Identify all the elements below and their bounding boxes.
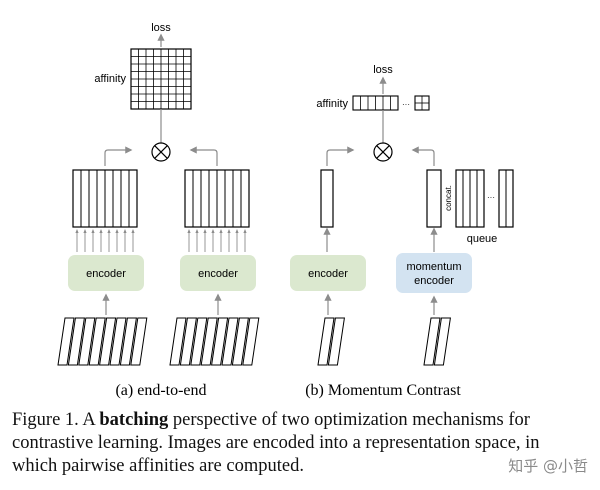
figure-caption: Figure 1. A batching perspective of two …: [12, 409, 588, 478]
affinity-matrix-a: [130, 48, 192, 110]
feature-stack-right-a: [184, 169, 250, 228]
encoder-right-a-label: encoder: [198, 268, 238, 280]
momentum-encoder-line1: momentum: [406, 261, 461, 273]
input-images-key-b: [423, 317, 451, 366]
concat-label: concat.: [444, 185, 453, 211]
encoder-left-a-label: encoder: [86, 268, 126, 280]
caption-prefix: Figure 1. A: [12, 410, 100, 430]
encoder-left-a: encoder: [68, 255, 144, 291]
caption-rest: perspective of two optimization mechanis…: [12, 410, 540, 476]
panel-b: loss ··· affinity concat.: [290, 64, 514, 399]
query-vector-b: [320, 169, 334, 228]
input-images-left-a: [57, 317, 148, 366]
encoder-b-label: encoder: [308, 268, 348, 280]
arrow-query-to-product-b: [326, 146, 355, 166]
panel-a-caption: (a) end-to-end: [115, 382, 206, 399]
input-images-right-a: [169, 317, 260, 366]
arrow-key-to-product-b: [411, 146, 435, 166]
feature-stack-left-a: [72, 169, 138, 228]
watermark: 知乎 @小哲: [508, 457, 588, 475]
caption-bold-term: batching: [99, 410, 169, 430]
queue-label: queue: [467, 233, 498, 245]
queue-ellipsis: ···: [487, 193, 495, 202]
panel-a-affinity-label: affinity: [94, 73, 126, 85]
affinity-row-ellipsis: ···: [402, 100, 410, 109]
momentum-encoder-line2: encoder: [414, 275, 454, 287]
panel-b-caption: (b) Momentum Contrast: [305, 382, 461, 399]
queue-vectors-b: ···: [455, 169, 514, 228]
panel-a-loss-label: loss: [151, 22, 171, 34]
panel-b-loss-label: loss: [373, 64, 393, 76]
product-operator-b: [373, 142, 393, 162]
affinity-row-b: ···: [352, 95, 430, 111]
momentum-encoder-b: momentum encoder: [396, 253, 472, 293]
encoder-b: encoder: [290, 255, 366, 291]
product-operator-a: [151, 142, 171, 162]
arrow-left-to-product-a: [104, 146, 133, 166]
panel-a: loss affinity encoder: [57, 22, 260, 399]
input-images-query-b: [317, 317, 345, 366]
panel-b-affinity-label: affinity: [316, 98, 348, 110]
key-vector-b: concat.: [426, 169, 453, 228]
arrow-right-to-product-a: [189, 146, 218, 166]
encoder-right-a: encoder: [180, 255, 256, 291]
